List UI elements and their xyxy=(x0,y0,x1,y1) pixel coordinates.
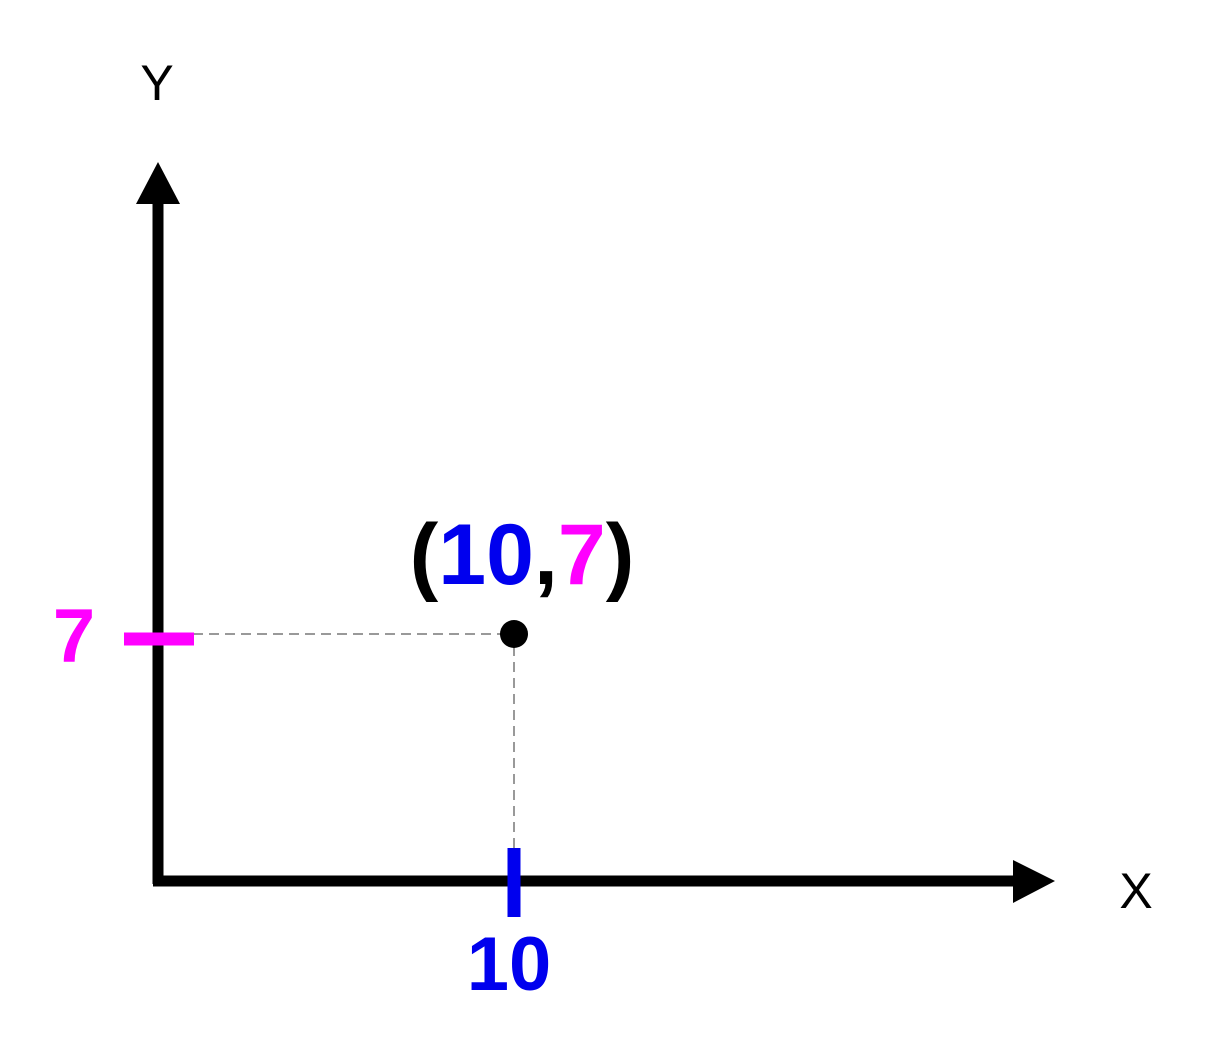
point-label-close-paren: ) xyxy=(606,507,635,603)
data-point xyxy=(500,620,528,648)
x-tick-label: 10 xyxy=(467,922,552,1007)
point-label-comma: , xyxy=(534,507,558,603)
point-label-y-value: 7 xyxy=(558,507,606,603)
point-coordinate-label: (10,7) xyxy=(410,507,635,603)
point-label-x-value: 10 xyxy=(438,507,534,603)
y-axis-label: Y xyxy=(140,55,173,111)
y-tick-label: 7 xyxy=(53,594,95,679)
point-label-open-paren: ( xyxy=(410,507,439,603)
x-axis-label: X xyxy=(1119,863,1152,919)
y-axis-arrowhead xyxy=(136,162,180,204)
x-axis-arrowhead xyxy=(1013,860,1055,903)
